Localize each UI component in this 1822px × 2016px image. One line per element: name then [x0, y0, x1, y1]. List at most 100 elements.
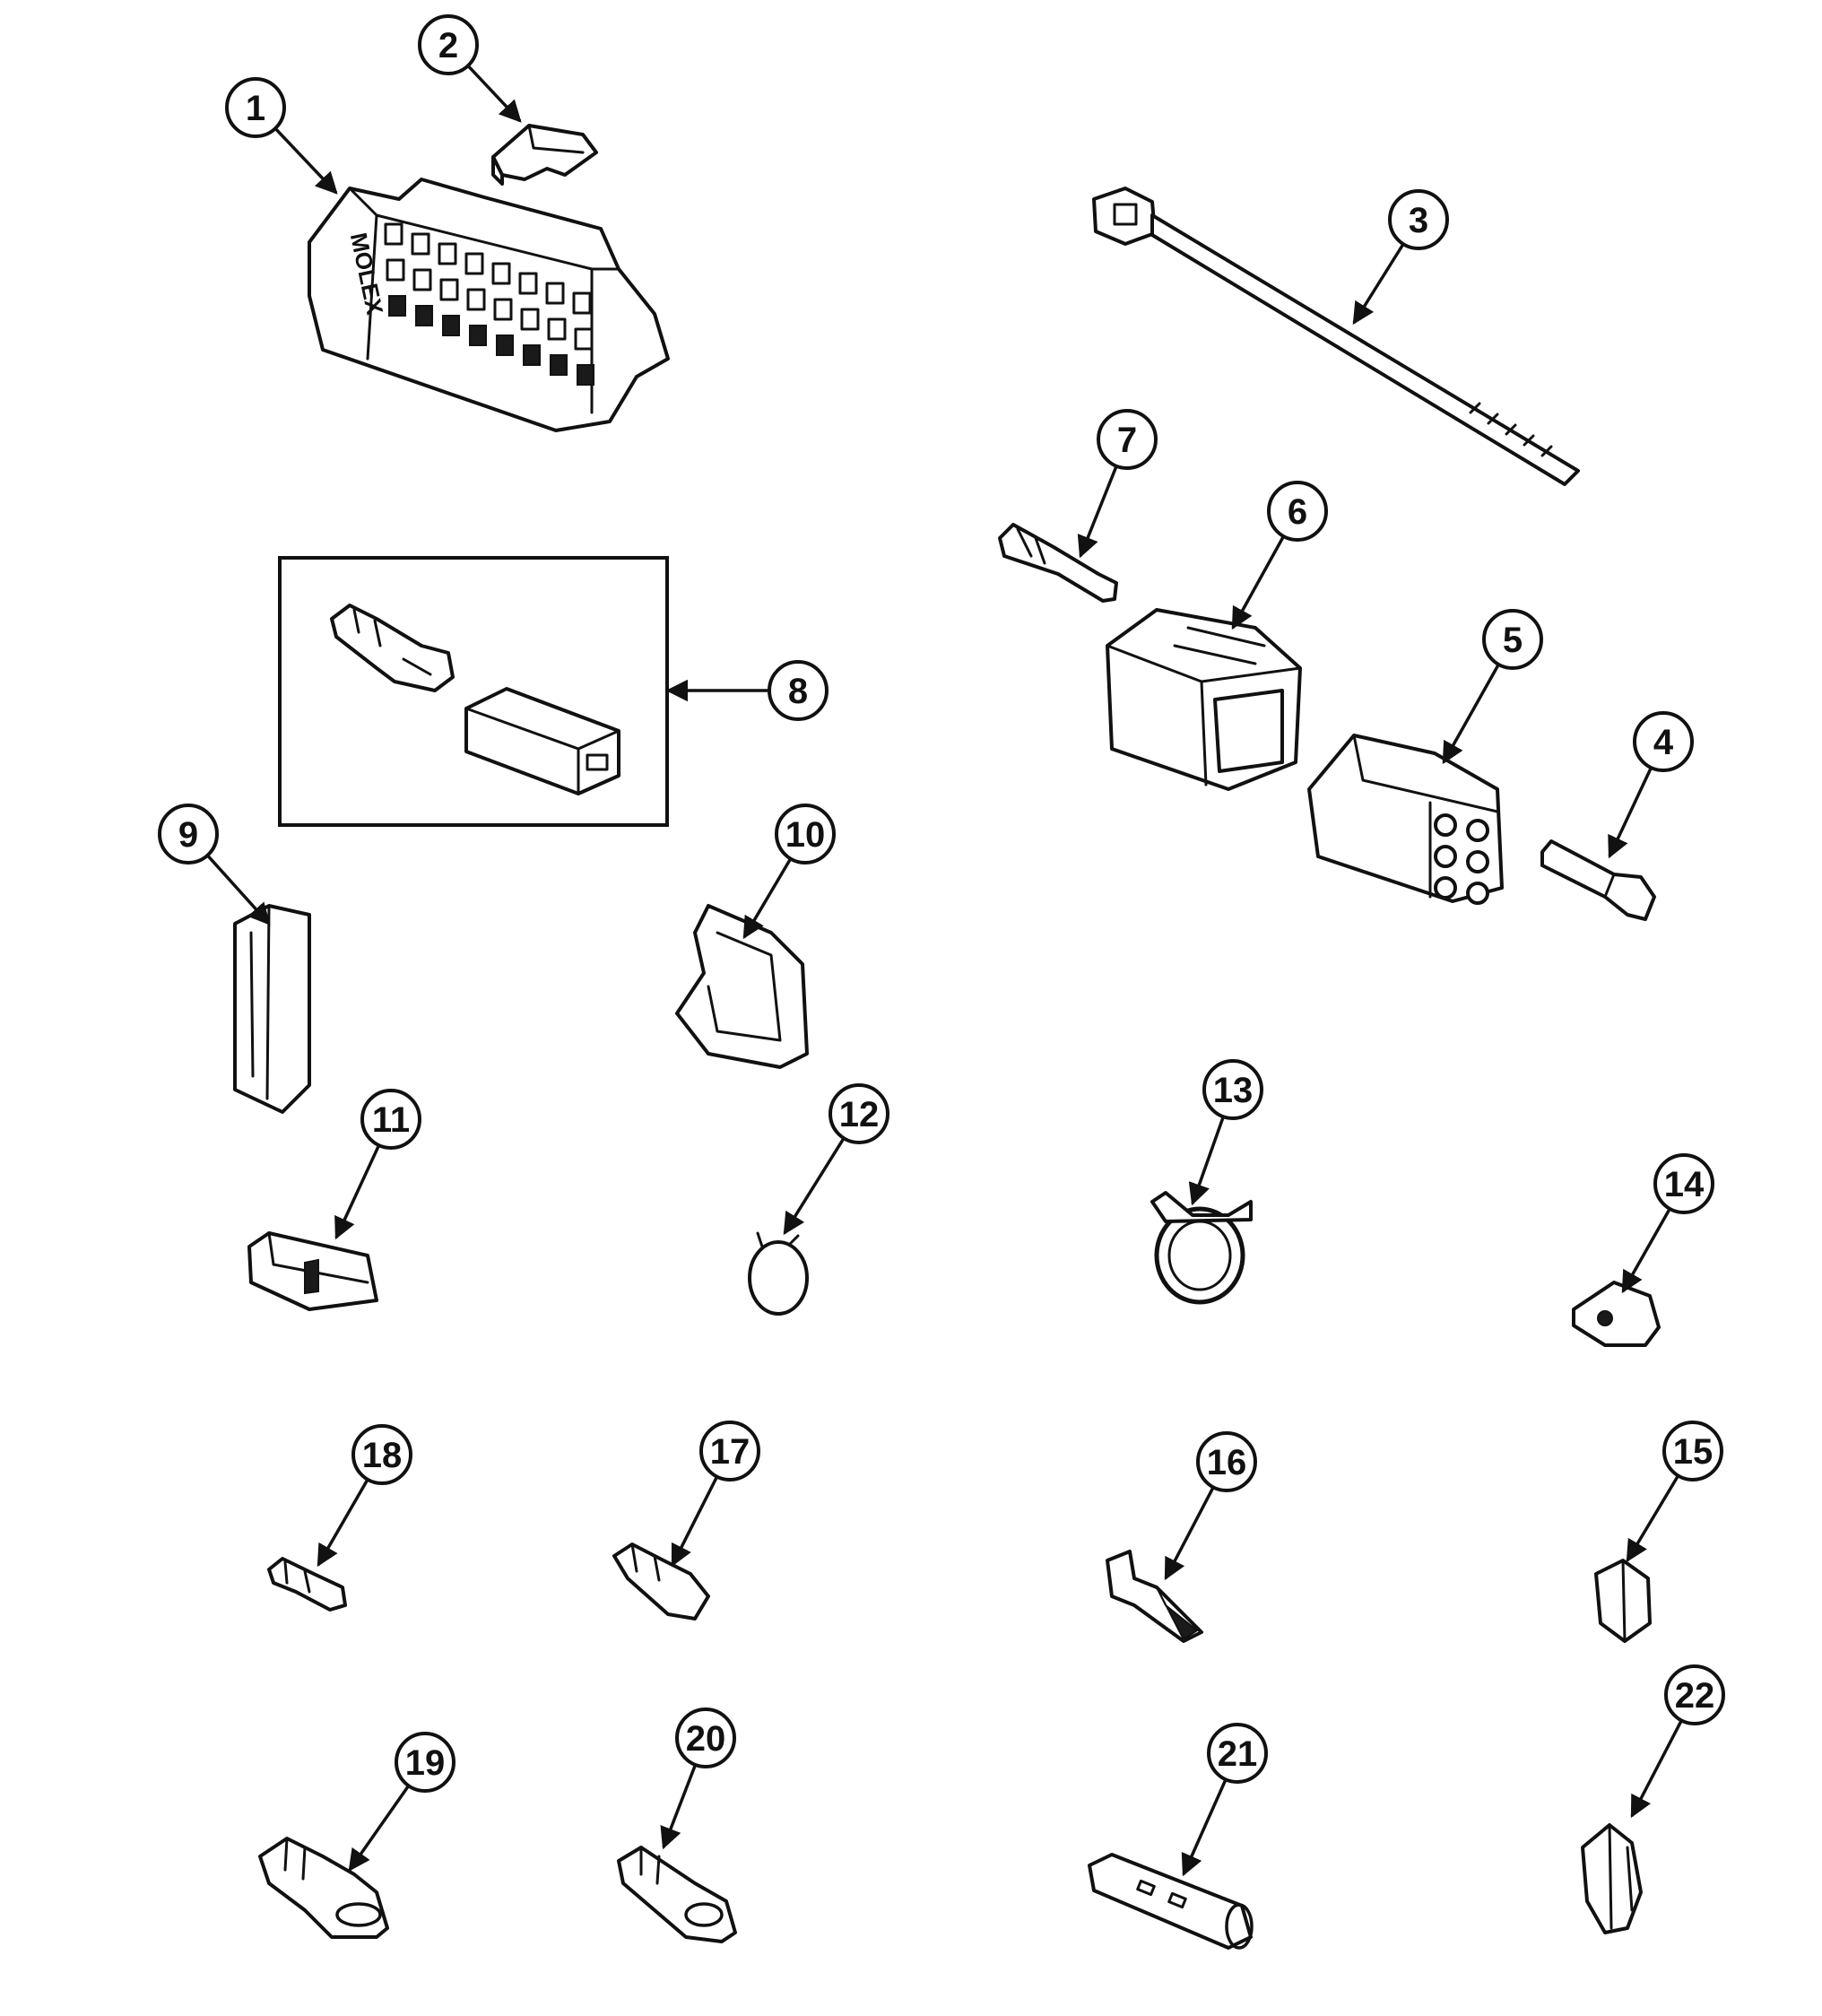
callout-number: 18 [362, 1436, 403, 1475]
callout-circle [360, 1089, 421, 1150]
callout-circle [1664, 1664, 1725, 1725]
leader-line-21 [1181, 1778, 1228, 1877]
part-13-hose-clamp [1150, 1191, 1253, 1305]
callout-number: 16 [1207, 1443, 1247, 1482]
callout-21: 21 [1207, 1723, 1268, 1784]
callout-19: 19 [395, 1732, 456, 1793]
callout-15: 15 [1662, 1421, 1723, 1482]
callout-22: 22 [1664, 1664, 1725, 1725]
callout-circle [1633, 711, 1694, 772]
part-22-terminal [1581, 1823, 1643, 1934]
part-15-terminal [1594, 1559, 1652, 1643]
callout-3: 3 [1388, 189, 1449, 250]
callout-circle [1482, 609, 1543, 670]
callout-20: 20 [675, 1708, 736, 1768]
callout-circle [395, 1732, 456, 1793]
leader-line-7 [1077, 465, 1118, 559]
part-16-terminal [1106, 1550, 1203, 1643]
callout-6: 6 [1267, 481, 1328, 542]
leader-line-10 [742, 857, 793, 940]
callout-number: 3 [1409, 201, 1428, 240]
callout-circle [699, 1421, 760, 1482]
callout-number: 15 [1673, 1432, 1714, 1472]
callout-number: 13 [1213, 1071, 1254, 1110]
callout-circle [1653, 1153, 1714, 1214]
leader-line-11 [334, 1144, 381, 1240]
part-20-ring-terminal [617, 1846, 737, 1943]
callout-number: 20 [686, 1719, 726, 1759]
leader-lines [206, 65, 1683, 1877]
callout-9: 9 [158, 804, 219, 865]
callout-16: 16 [1196, 1431, 1257, 1492]
leader-line-16 [1164, 1486, 1215, 1581]
callout-12: 12 [829, 1083, 889, 1144]
part-18-terminal [267, 1557, 347, 1612]
part-2-clip [491, 124, 598, 186]
part-14-clip [1572, 1281, 1661, 1347]
leader-line-17 [671, 1475, 719, 1568]
part-3-cable-tie [1092, 187, 1580, 486]
callout-circle [675, 1708, 736, 1768]
callout-circle [1267, 481, 1328, 542]
callout-number: 10 [785, 815, 826, 855]
callout-circle [775, 804, 836, 865]
callout-number: 4 [1653, 723, 1674, 762]
callout-number: 19 [405, 1743, 446, 1783]
callout-circle [1202, 1059, 1263, 1120]
callout-circle [1662, 1421, 1723, 1482]
part-5-six-pin-plug [1307, 734, 1504, 905]
callout-5: 5 [1482, 609, 1543, 670]
part-1-connector-housing: MOLEX [308, 178, 670, 432]
leader-line-3 [1352, 243, 1405, 326]
callout-circle [1196, 1431, 1257, 1492]
leader-line-5 [1442, 664, 1500, 765]
callout-18: 18 [351, 1424, 412, 1485]
callout-2: 2 [418, 14, 479, 75]
callout-circle [1097, 409, 1158, 470]
callout-7: 7 [1097, 409, 1158, 470]
callout-number: 12 [839, 1095, 880, 1134]
part-8-terminal-kit [278, 556, 669, 827]
callout-circle [418, 14, 479, 75]
callout-number: 14 [1664, 1165, 1705, 1204]
leader-line-13 [1188, 1116, 1225, 1206]
leader-line-19 [348, 1785, 411, 1873]
leader-line-1 [273, 127, 338, 195]
callout-10: 10 [775, 804, 836, 865]
callout-4: 4 [1633, 711, 1694, 772]
part-9-strip-clip [233, 904, 311, 1114]
callout-11: 11 [360, 1089, 421, 1150]
callout-number: 6 [1288, 492, 1307, 532]
leader-line-6 [1231, 535, 1286, 630]
leader-line-9 [206, 854, 271, 925]
part-6-connector-shell [1106, 608, 1302, 791]
callout-number: 17 [710, 1432, 750, 1472]
callout-number: 8 [788, 672, 808, 711]
callout-circle [225, 77, 286, 138]
leader-line-22 [1630, 1719, 1683, 1819]
callout-13: 13 [1202, 1059, 1263, 1120]
leader-line-12 [783, 1137, 846, 1236]
part-19-ring-terminal [258, 1837, 389, 1939]
callout-circle [351, 1424, 412, 1485]
callout-circle [1388, 189, 1449, 250]
callout-1: 1 [225, 77, 286, 138]
leader-line-20 [660, 1764, 698, 1850]
callout-number: 9 [178, 815, 198, 855]
callout-number: 2 [438, 26, 458, 65]
callout-number: 11 [372, 1100, 410, 1140]
part-10-spring-clip [675, 904, 809, 1069]
part-7-male-terminal [998, 523, 1118, 603]
callout-number: 1 [246, 89, 265, 128]
callout-number: 21 [1218, 1734, 1258, 1774]
leader-line-18 [317, 1478, 369, 1568]
callout-17: 17 [699, 1421, 760, 1482]
part-11-bracket-clip [247, 1231, 378, 1311]
part-4-pin-terminal [1540, 839, 1656, 921]
callout-number: 5 [1503, 621, 1523, 660]
callout-14: 14 [1653, 1153, 1714, 1214]
callout-circle [1207, 1723, 1268, 1784]
leader-line-2 [466, 65, 522, 123]
